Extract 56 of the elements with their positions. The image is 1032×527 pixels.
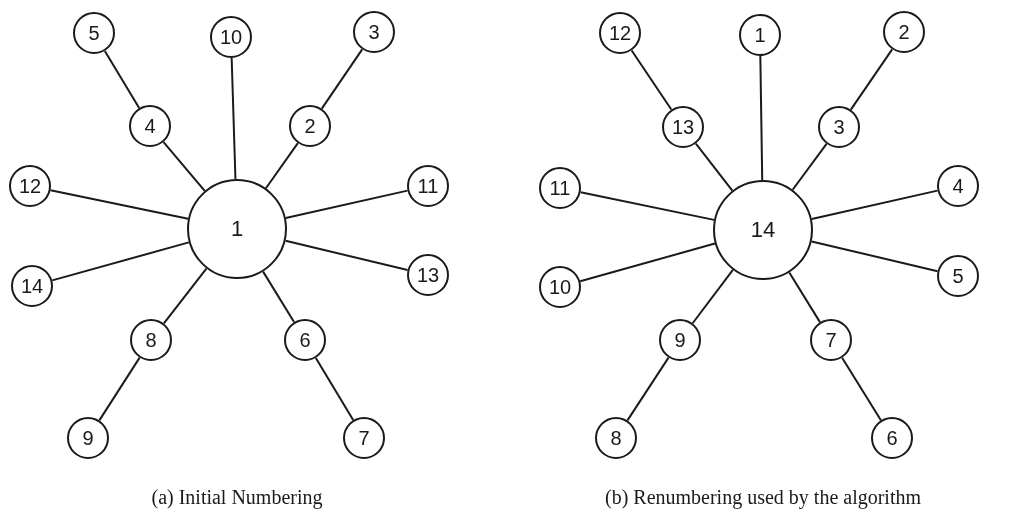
connector-line [262, 270, 296, 324]
connector-line [694, 142, 734, 192]
connector-line [162, 141, 206, 192]
vertex-circle: 2 [883, 11, 925, 53]
connector-line [759, 55, 764, 181]
connector-line [791, 142, 828, 191]
connector-line [691, 268, 734, 325]
vertex-circle: 1 [739, 14, 781, 56]
vertex-circle: 7 [810, 319, 852, 361]
vertex-circle: 5 [73, 12, 115, 54]
vertex-circle: 9 [659, 319, 701, 361]
subfigure-caption: (b) Renumbering used by the algorithm [605, 486, 921, 509]
vertex-circle: 2 [289, 105, 331, 147]
connector-line [230, 57, 237, 180]
connector-line [849, 48, 894, 111]
connector-line [626, 356, 670, 422]
vertex-circle: 1 [187, 179, 287, 279]
connector-line [51, 241, 190, 282]
connector-line [579, 242, 716, 283]
vertex-circle: 4 [937, 165, 979, 207]
vertex-circle: 12 [9, 165, 51, 207]
connector-line [49, 189, 190, 220]
vertex-circle: 13 [662, 106, 704, 148]
subfigure-caption: (a) Initial Numbering [151, 486, 323, 509]
vertex-circle: 11 [539, 167, 581, 209]
vertex-circle: 7 [343, 417, 385, 459]
connector-line [320, 48, 364, 110]
connector-line [284, 239, 409, 272]
vertex-circle: 8 [595, 417, 637, 459]
vertex-circle: 3 [818, 106, 860, 148]
connector-line [162, 267, 208, 325]
connector-line [103, 50, 141, 109]
vertex-circle: 14 [11, 265, 53, 307]
connector-line [810, 240, 939, 273]
vertex-circle: 3 [353, 11, 395, 53]
connector-line [810, 189, 939, 220]
vertex-circle: 10 [539, 266, 581, 308]
connector-line [630, 49, 673, 111]
vertex-circle: 10 [210, 16, 252, 58]
connector-line [579, 191, 716, 221]
connector-line [264, 142, 299, 190]
connector-line [284, 189, 409, 219]
connector-line [98, 356, 141, 422]
vertex-circle: 4 [129, 105, 171, 147]
vertex-circle: 14 [713, 180, 813, 280]
vertex-circle: 11 [407, 165, 449, 207]
vertex-circle: 13 [407, 254, 449, 296]
connector-line [841, 356, 882, 422]
connector-line [314, 357, 355, 421]
vertex-circle: 6 [284, 319, 326, 361]
vertex-circle: 12 [599, 12, 641, 54]
vertex-circle: 6 [871, 417, 913, 459]
vertex-circle: 5 [937, 255, 979, 297]
vertex-circle: 8 [130, 319, 172, 361]
connector-line [788, 271, 821, 324]
vertex-circle: 9 [67, 417, 109, 459]
